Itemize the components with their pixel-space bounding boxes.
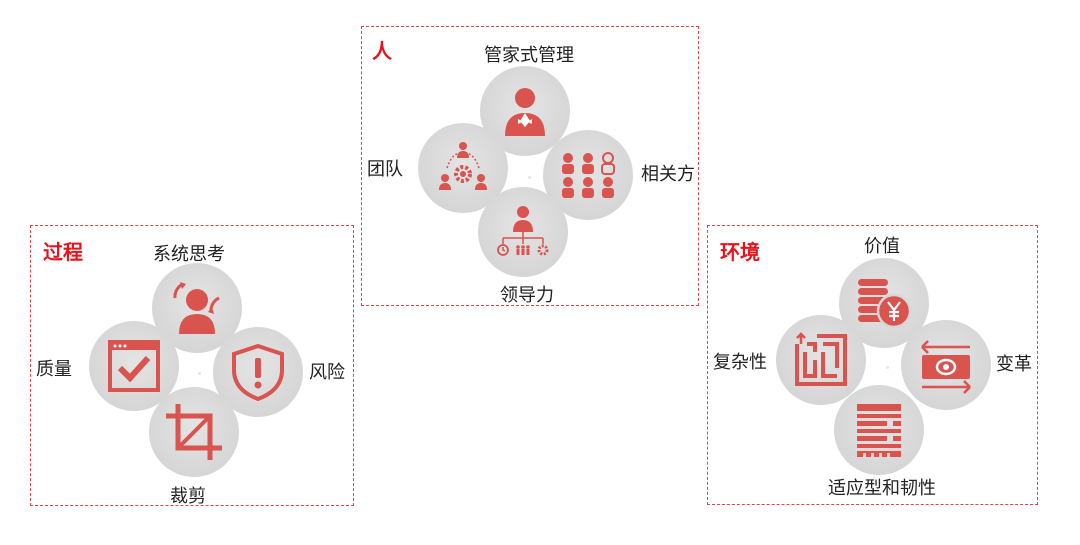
process-label-left: 质量 (36, 359, 72, 380)
group-process-title: 过程 (43, 240, 83, 264)
crop-icon (166, 404, 222, 460)
adaptive-building-icon (857, 404, 901, 457)
team-gear-icon (439, 142, 487, 190)
group-environment-title: 环境 (720, 240, 760, 264)
process-label-top: 系统思考 (153, 244, 225, 265)
environment-disc-left (776, 315, 866, 405)
quality-checkbox-icon (108, 340, 160, 392)
environment-label-bottom: 适应型和韧性 (828, 478, 936, 499)
process-disc-left (89, 321, 179, 411)
group-people: 人 (361, 26, 699, 306)
process-label-right: 风险 (309, 362, 345, 383)
environment-disc-bottom (834, 385, 924, 475)
environment-center-dot (886, 366, 889, 369)
coins-yen-icon (858, 279, 912, 329)
maze-icon (795, 332, 847, 386)
people-label-left: 团队 (367, 159, 403, 180)
environment-label-top: 价值 (864, 236, 900, 257)
group-people-title: 人 (372, 39, 392, 63)
people-center-dot (528, 176, 531, 179)
exchange-money-icon (921, 340, 971, 394)
environment-label-left: 复杂性 (713, 352, 767, 373)
process-center-dot (198, 372, 201, 375)
risk-shield-icon (232, 343, 284, 402)
environment-label-right: 变革 (996, 354, 1032, 375)
system-thinking-icon (173, 282, 220, 334)
environment-disc-right (901, 320, 991, 410)
butler-icon (505, 88, 545, 136)
process-disc-bottom (149, 387, 239, 477)
group-environment: 环境 (707, 225, 1038, 505)
people-label-bottom: 领导力 (500, 285, 554, 306)
people-disc-bottom (478, 187, 568, 277)
people-label-right: 相关方 (641, 164, 695, 185)
people-label-top: 管家式管理 (484, 45, 574, 66)
group-process: 过程 (30, 225, 354, 506)
stakeholders-icon (562, 152, 615, 198)
leader-org-icon (497, 206, 549, 256)
process-label-bottom: 裁剪 (170, 486, 206, 507)
